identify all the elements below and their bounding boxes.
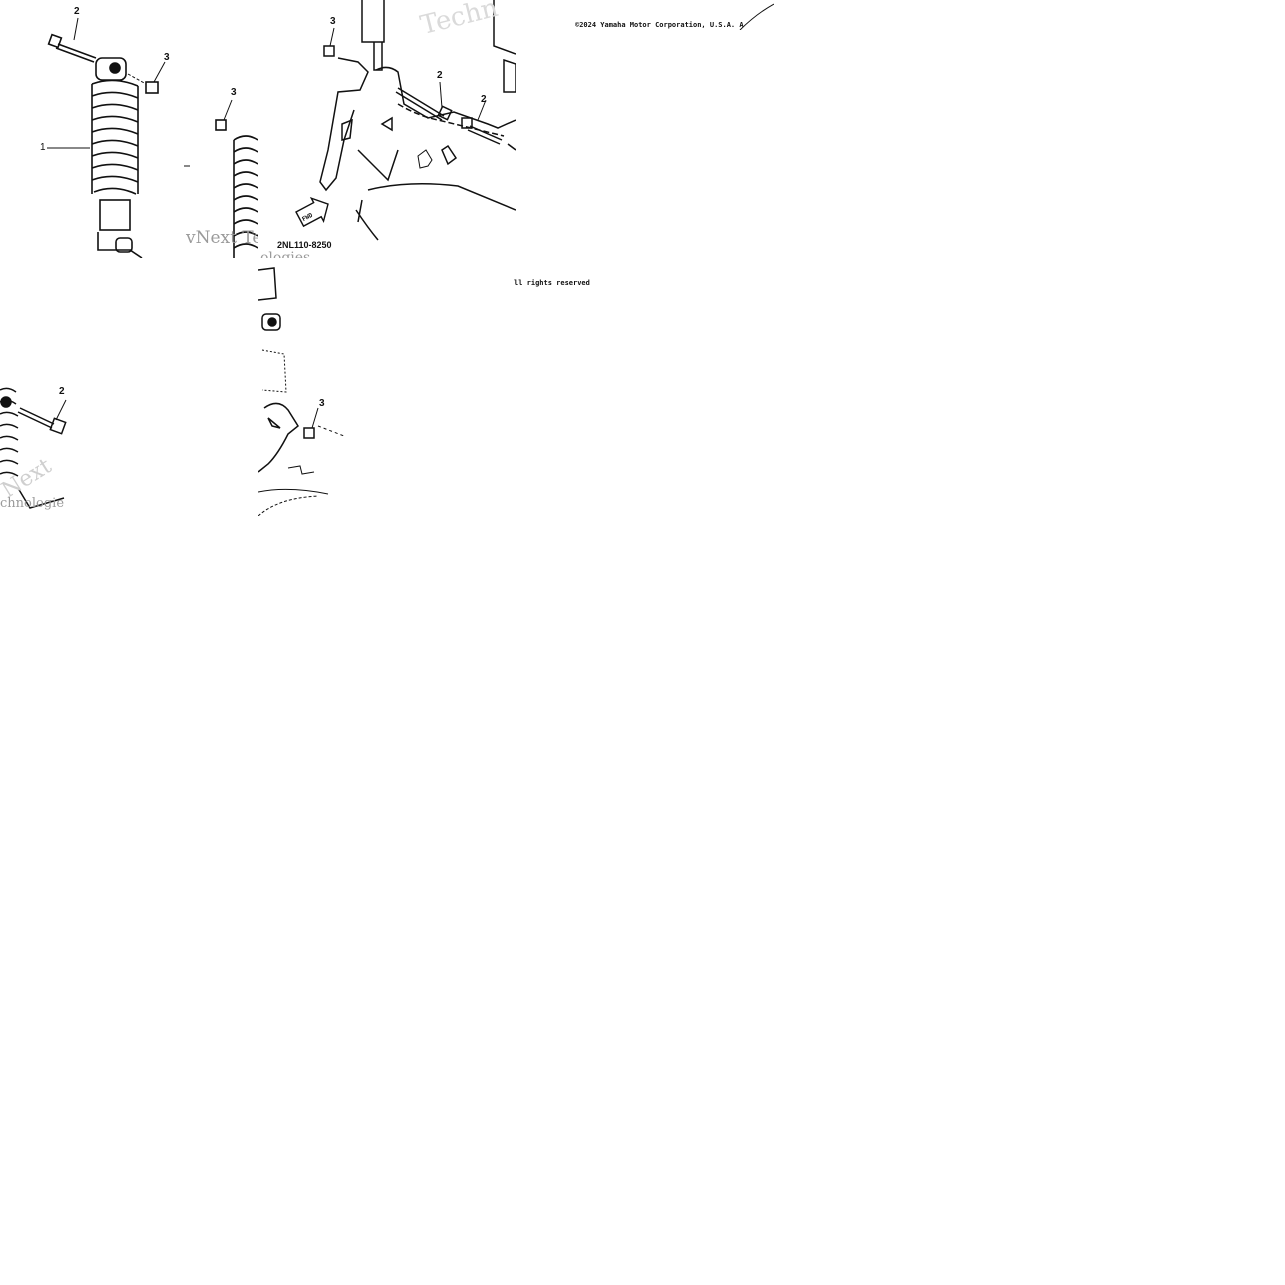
frame-mount-drawing (295, 0, 516, 241)
shock-absorber-drawing (47, 17, 258, 258)
tile-lower-frame: 3 (258, 258, 348, 516)
rights-text: ll rights reserved (514, 279, 590, 287)
part-code: 2NL110-8250 (277, 240, 332, 250)
callout-nut-second: 3 (231, 87, 237, 98)
callout-bolt-frame-1: 2 (437, 70, 443, 81)
callout-nut-frame: 3 (330, 16, 336, 27)
callout-shock-absorber: 1 (40, 142, 46, 153)
callout-bolt-frame-2: 2 (481, 94, 487, 105)
callout-nut: 3 (164, 52, 170, 63)
copyright-text: ©2024 Yamaha Motor Corporation, U.S.A. A (575, 21, 744, 29)
lower-frame-drawing (258, 267, 345, 516)
watermark-vnext: vNext Te (186, 228, 258, 248)
tile-shock-lower: 2 Next chnologie (0, 378, 120, 516)
callout-bolt: 2 (74, 6, 80, 17)
tile-copyright: ©2024 Yamaha Motor Corporation, U.S.A. A (516, 0, 774, 30)
callout-nut-lower: 3 (319, 398, 325, 409)
callout-bolt-lower: 2 (59, 386, 65, 397)
tile-rights: ll rights reserved (514, 278, 634, 290)
watermark-technologies: chnologie (0, 496, 65, 511)
watermark-logies: ologies (260, 250, 311, 258)
tile-shock-absorber: 2 3 3 1 vNext Te (0, 0, 258, 258)
edge-curve (739, 3, 774, 30)
tile-frame-mount: 3 2 2 FWD 2NL110-8250 Techn ologies (258, 0, 516, 258)
shock-lower-drawing (0, 387, 67, 509)
